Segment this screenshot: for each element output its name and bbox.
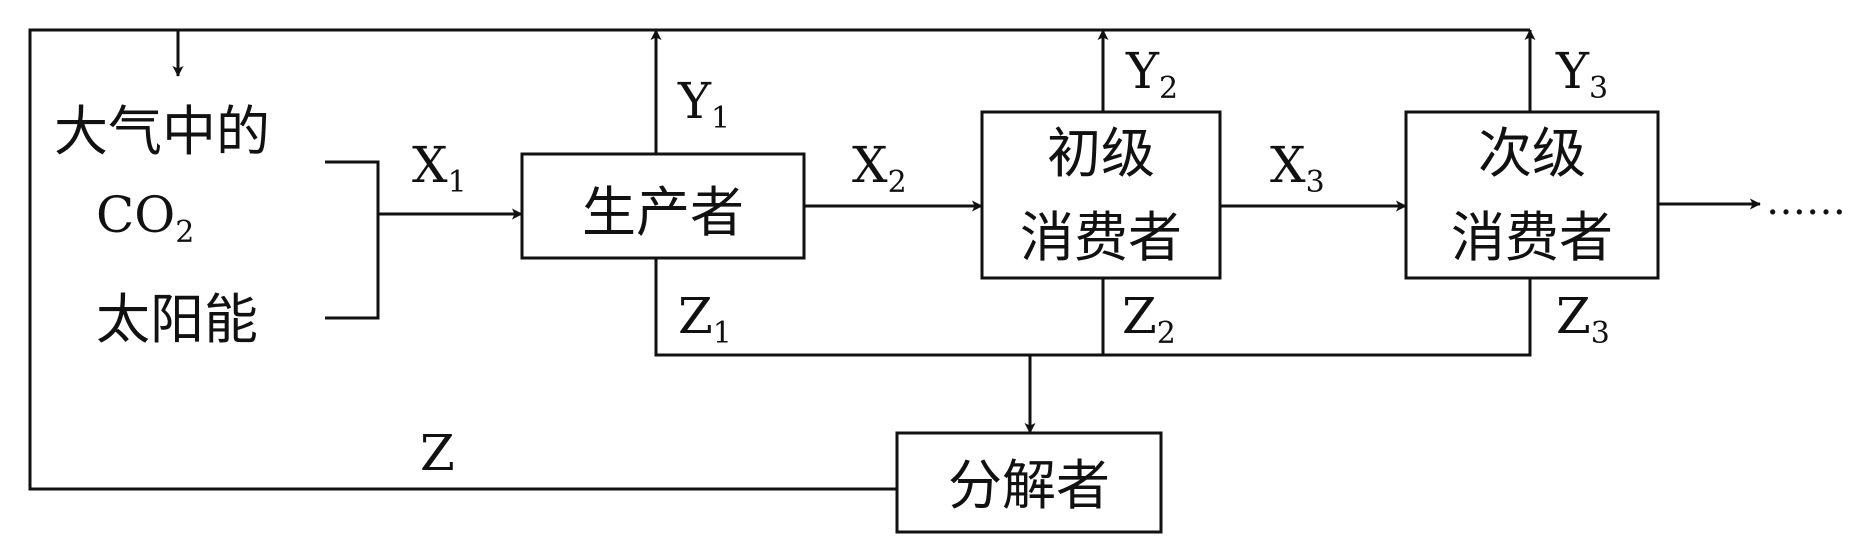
continuation-ellipsis: …… [1766, 178, 1846, 224]
solar-energy-label: 太阳能 [96, 288, 258, 351]
secondary-consumer-label-line2: 消费者 [1451, 206, 1613, 269]
label-z2: Z2 [1122, 287, 1176, 351]
primary-consumer-box [980, 110, 1222, 280]
label-x1: X1 [412, 136, 467, 200]
label-x3: X3 [1270, 136, 1325, 200]
atmosphere-co2-label-line1: 大气中的 [54, 100, 270, 163]
secondary-consumer-box [1404, 110, 1660, 280]
producer-label: 生产者 [582, 181, 744, 244]
input-bracket [325, 160, 380, 320]
label-z1: Z1 [678, 287, 732, 351]
label-z: Z [420, 424, 455, 482]
label-y3: Y3 [1555, 42, 1608, 106]
label-z3: Z3 [1556, 287, 1610, 351]
atmosphere-co2-label-line2: CO2 [96, 186, 194, 250]
secondary-consumer-label-line1: 次级 [1478, 122, 1586, 185]
primary-consumer-label-line2: 消费者 [1020, 206, 1182, 269]
z-collector-line [654, 258, 1532, 357]
primary-consumer-label-line1: 初级 [1047, 122, 1155, 185]
label-y2: Y2 [1125, 42, 1178, 106]
cycle-top-line [28, 28, 1530, 491]
label-x2: X2 [852, 136, 907, 200]
label-y1: Y1 [677, 72, 730, 136]
decomposer-label: 分解者 [948, 454, 1110, 517]
